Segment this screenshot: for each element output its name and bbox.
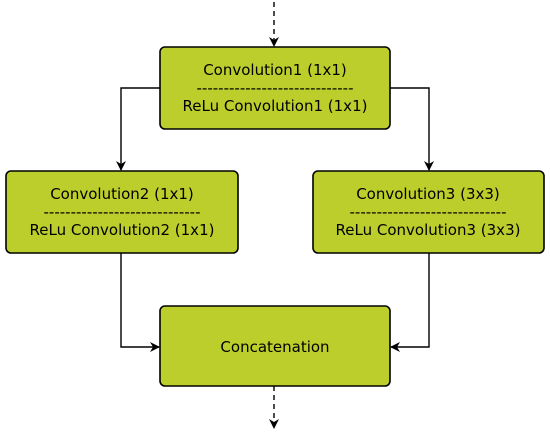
- node-convolution2-separator: -----------------------------: [44, 203, 201, 221]
- node-convolution1-title: Convolution1 (1x1): [203, 61, 347, 79]
- node-concatenation-box: [159, 305, 391, 387]
- node-convolution3-title: Convolution3 (3x3): [356, 185, 500, 203]
- node-convolution2-subtitle: ReLu Convolution2 (1x1): [30, 221, 215, 239]
- node-convolution1: Convolution1 (1x1) ---------------------…: [159, 46, 391, 130]
- node-concatenation: Concatenation: [159, 305, 391, 387]
- edge-conv1-to-conv2: [116, 87, 160, 171]
- edge-conv3-to-concat: [390, 253, 430, 352]
- node-convolution1-separator: -----------------------------: [197, 79, 354, 97]
- node-convolution2-box: [5, 170, 239, 254]
- node-convolution3: Convolution3 (3x3) ---------------------…: [312, 170, 545, 254]
- node-convolution3-box: [312, 170, 545, 254]
- node-convolution2: Convolution2 (1x1) ---------------------…: [5, 170, 239, 254]
- node-convolution3-subtitle: ReLu Convolution3 (3x3): [336, 221, 521, 239]
- edge-conv2-to-concat: [120, 253, 160, 352]
- edge-conv1-to-conv3: [390, 87, 434, 171]
- node-convolution3-separator: -----------------------------: [350, 203, 507, 221]
- node-convolution1-subtitle: ReLu Convolution1 (1x1): [183, 97, 368, 115]
- node-concatenation-title: Concatenation: [220, 338, 329, 356]
- node-convolution1-box: [159, 46, 391, 130]
- node-convolution2-title: Convolution2 (1x1): [50, 185, 194, 203]
